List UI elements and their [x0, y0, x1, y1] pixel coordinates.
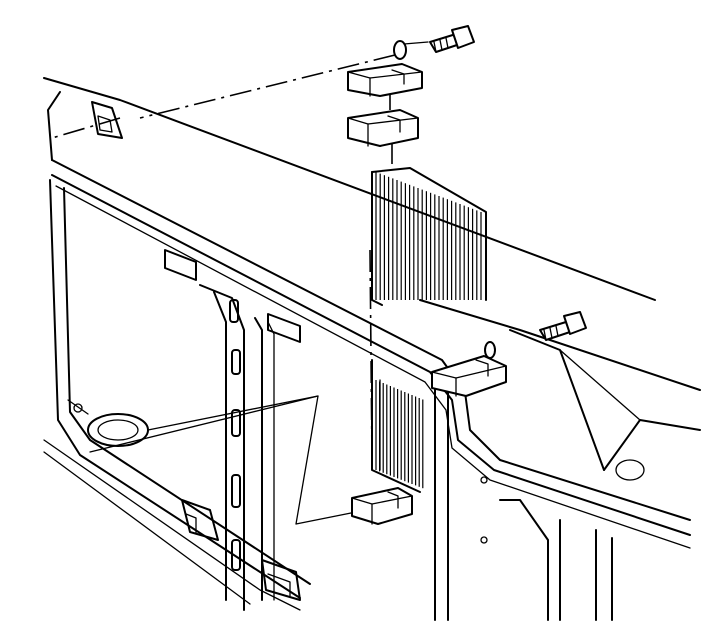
washer-icon	[393, 40, 429, 60]
alignment-lines	[51, 54, 396, 461]
washer-icon	[484, 341, 496, 359]
insulator-icon	[347, 109, 419, 147]
radiator-support	[43, 77, 701, 621]
insulator-icon	[351, 487, 413, 525]
bolt-icon	[539, 311, 587, 341]
radiator-fins-upper	[375, 172, 482, 300]
callout-leaders	[89, 395, 357, 525]
radiator-core	[371, 167, 487, 493]
bracket-icon	[431, 355, 507, 397]
radiator-fins-lower	[375, 380, 424, 489]
bracket-icon	[347, 63, 423, 97]
bolt-icon	[429, 25, 475, 53]
